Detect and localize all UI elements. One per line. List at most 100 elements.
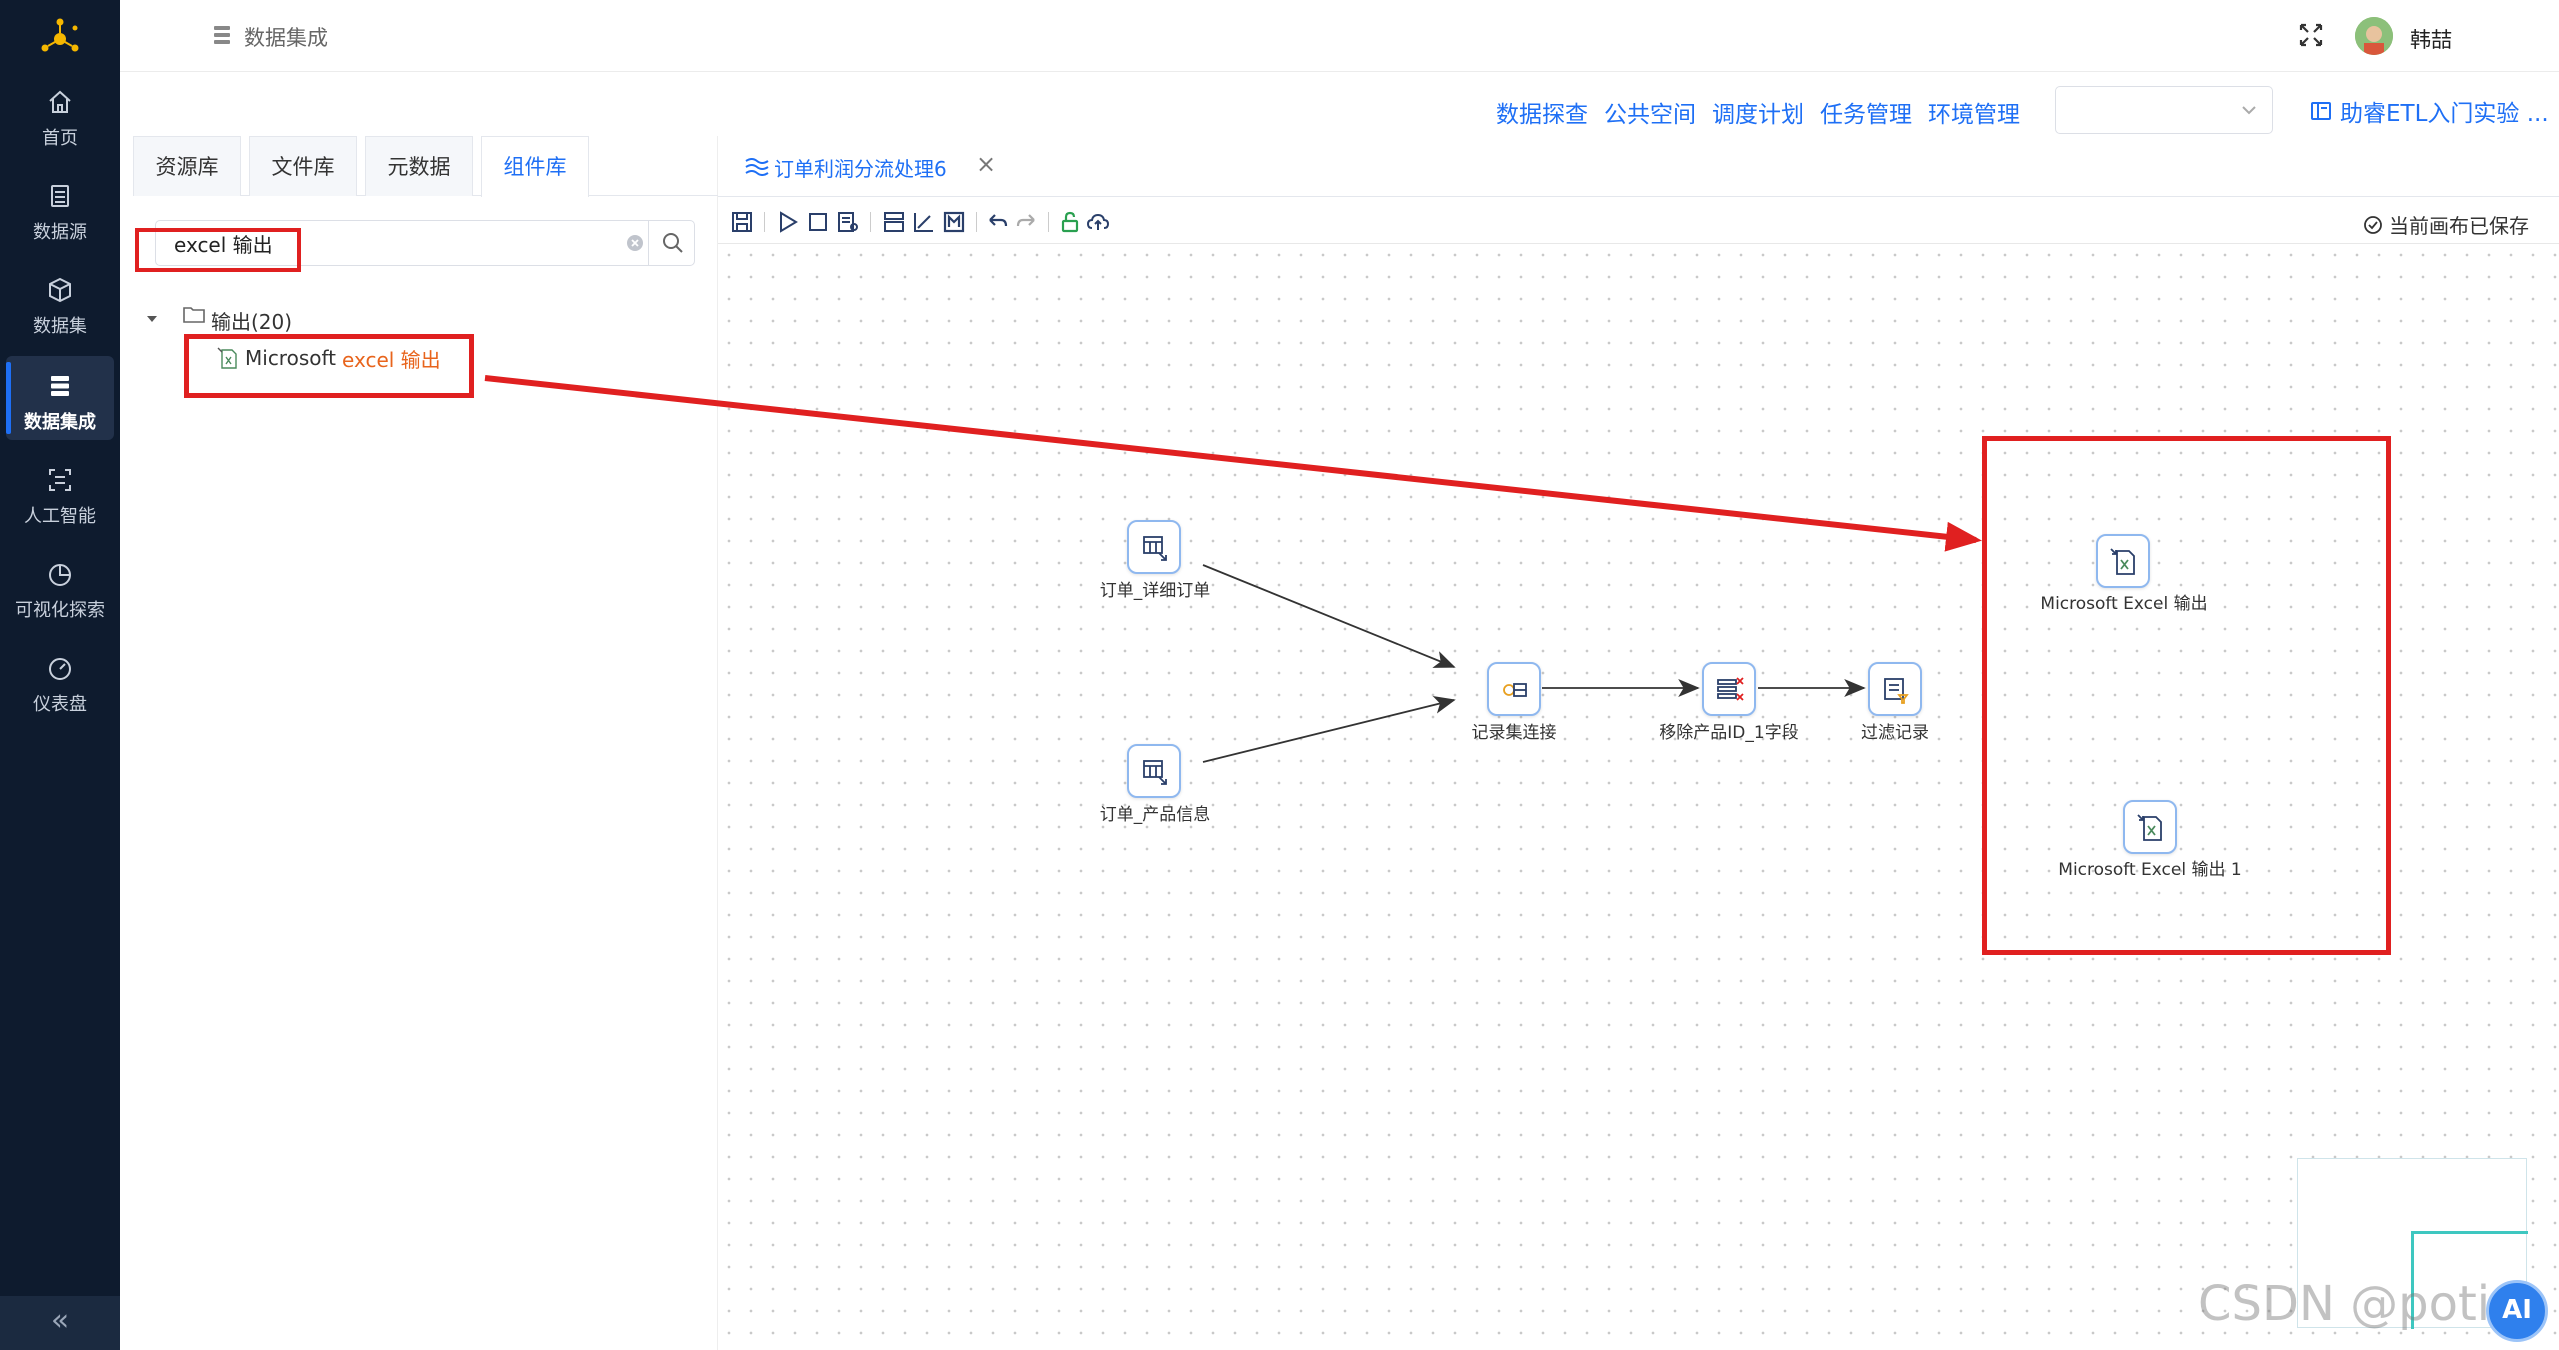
- avatar-image: [2355, 17, 2393, 55]
- folder-icon: [183, 307, 205, 323]
- toolbar-separator: [976, 212, 977, 232]
- clear-icon[interactable]: [626, 234, 644, 252]
- saved-status-text: 当前画布已保存: [2389, 214, 2529, 238]
- excel-output-icon: [2137, 814, 2162, 841]
- document-tab-label: 订单利润分流处理6: [774, 157, 947, 181]
- node-filter-records[interactable]: [1868, 662, 1922, 716]
- node-excel-output-1[interactable]: [2123, 800, 2177, 854]
- node-label: 订单_详细订单: [1099, 581, 1211, 601]
- node-remove-field[interactable]: [1702, 662, 1756, 716]
- caret-down-icon[interactable]: [145, 312, 159, 326]
- table-input-icon: [1143, 760, 1167, 785]
- link-env-manage[interactable]: 环境管理: [1928, 102, 2020, 128]
- join-icon: [1503, 683, 1527, 697]
- excel-file-icon: [217, 347, 237, 369]
- sidebar-item-label: 数据源: [33, 222, 87, 243]
- data-integration-icon: [51, 376, 69, 396]
- link-schedule-plan[interactable]: 调度计划: [1712, 102, 1804, 128]
- top-header: 数据集成 韩喆: [120, 0, 2559, 72]
- node-record-join[interactable]: [1487, 662, 1541, 716]
- grid-icon[interactable]: [942, 210, 966, 234]
- dataset-icon: [49, 277, 71, 303]
- environment-select[interactable]: [2055, 86, 2273, 134]
- tab-resource-library[interactable]: 资源库: [133, 136, 241, 196]
- tab-metadata[interactable]: 元数据: [365, 136, 473, 196]
- undo-icon[interactable]: [986, 210, 1010, 234]
- pie-chart-icon: [49, 564, 71, 586]
- toolbar-separator: [870, 212, 871, 232]
- link-task-manage[interactable]: 任务管理: [1820, 102, 1912, 128]
- excel-output-icon: [2110, 548, 2135, 575]
- component-panel: 资源库 文件库 元数据 组件库 输出(20) Microsoft excel 输…: [133, 136, 718, 1350]
- sidebar-item-data-integration[interactable]: 数据集成: [6, 356, 114, 440]
- link-public-space[interactable]: 公共空间: [1604, 102, 1696, 128]
- fullscreen-icon[interactable]: [2298, 22, 2324, 48]
- tree-item-prefix: Microsoft: [245, 346, 337, 370]
- remove-field-icon: [1717, 677, 1744, 701]
- sidebar: 首页 数据源 数据集 数据集成 人工智能 可视化探索 仪表盘 «: [0, 0, 120, 1350]
- cloud-upload-icon[interactable]: [1086, 210, 1110, 234]
- ai-icon: [49, 469, 71, 491]
- node-product-info[interactable]: [1127, 744, 1181, 798]
- tree-folder-output[interactable]: 输出(20): [211, 310, 293, 334]
- stop-icon[interactable]: [806, 210, 830, 234]
- node-label: 过滤记录: [1861, 723, 1929, 743]
- node-excel-output[interactable]: [2096, 534, 2150, 588]
- node-label: 移除产品ID_1字段: [1659, 723, 1799, 743]
- sidebar-item-label: 首页: [42, 128, 78, 149]
- logo-icon[interactable]: [37, 14, 83, 60]
- check-circle-icon: [2364, 215, 2382, 234]
- preview-icon[interactable]: [836, 210, 860, 234]
- tree-item-excel-output[interactable]: Microsoft excel 输出: [217, 340, 441, 376]
- panel-tabs: 资源库 文件库 元数据 组件库: [133, 136, 718, 197]
- sidebar-item-label: 仪表盘: [33, 694, 87, 715]
- sidebar-item-label: 人工智能: [24, 506, 96, 527]
- tab-divider: [718, 196, 2559, 197]
- annotation-box-target: [1982, 436, 2391, 955]
- unlock-icon[interactable]: [1058, 210, 1082, 234]
- canvas-toolbar: 当前画布已保存: [718, 198, 2559, 244]
- node-label: 记录集连接: [1471, 723, 1557, 743]
- layout-icon[interactable]: [882, 210, 906, 234]
- avatar[interactable]: [2355, 17, 2393, 55]
- search-button[interactable]: [648, 221, 696, 265]
- sidebar-item-datasource[interactable]: 数据源: [6, 166, 114, 250]
- flow-icon: [745, 158, 769, 176]
- save-icon[interactable]: [730, 210, 754, 234]
- top-nav-links: 数据探查 公共空间 调度计划 任务管理 环境管理: [1496, 94, 2020, 130]
- filter-record-icon: [1884, 678, 1909, 704]
- tab-component-library[interactable]: 组件库: [481, 136, 589, 197]
- guide-link-label: 助睿ETL入门实验 ...: [2340, 101, 2549, 127]
- run-icon[interactable]: [776, 210, 800, 234]
- toolbar-separator: [764, 212, 765, 232]
- minimap-viewport[interactable]: [2411, 1231, 2528, 1329]
- username[interactable]: 韩喆: [2410, 28, 2452, 52]
- sidebar-item-visual-explore[interactable]: 可视化探索: [6, 544, 114, 628]
- align-icon[interactable]: [912, 210, 936, 234]
- sidebar-item-label: 数据集: [33, 316, 87, 337]
- annotation-box-tree-item: [184, 334, 474, 398]
- sidebar-item-label: 可视化探索: [15, 600, 105, 621]
- ai-assistant-label: AI: [2502, 1295, 2532, 1325]
- annotation-box-search: [135, 228, 301, 272]
- node-label: 订单_产品信息: [1099, 805, 1211, 825]
- gauge-icon: [49, 658, 71, 680]
- document-tab[interactable]: 订单利润分流处理6 ×: [720, 136, 1020, 196]
- book-icon: [2311, 102, 2331, 120]
- sidebar-item-dashboard[interactable]: 仪表盘: [6, 638, 114, 722]
- ai-assistant-button[interactable]: AI: [2486, 1280, 2548, 1342]
- datasource-icon: [51, 185, 69, 207]
- link-data-explore[interactable]: 数据探查: [1496, 102, 1588, 128]
- table-input-icon: [1143, 536, 1167, 561]
- redo-icon[interactable]: [1014, 210, 1038, 234]
- sidebar-item-dataset[interactable]: 数据集: [6, 260, 114, 344]
- sidebar-item-ai[interactable]: 人工智能: [6, 450, 114, 534]
- node-label: Microsoft Excel 输出 1: [2058, 860, 2242, 880]
- tab-file-library[interactable]: 文件库: [249, 136, 357, 196]
- close-tab-button[interactable]: ×: [976, 150, 997, 178]
- node-order-detail[interactable]: [1127, 520, 1181, 574]
- tree-item-highlight: excel 输出: [342, 347, 441, 372]
- guide-link[interactable]: 助睿ETL入门实验 ...: [2310, 94, 2549, 128]
- sidebar-item-home[interactable]: 首页: [6, 72, 114, 156]
- sidebar-collapse-button[interactable]: «: [0, 1296, 120, 1350]
